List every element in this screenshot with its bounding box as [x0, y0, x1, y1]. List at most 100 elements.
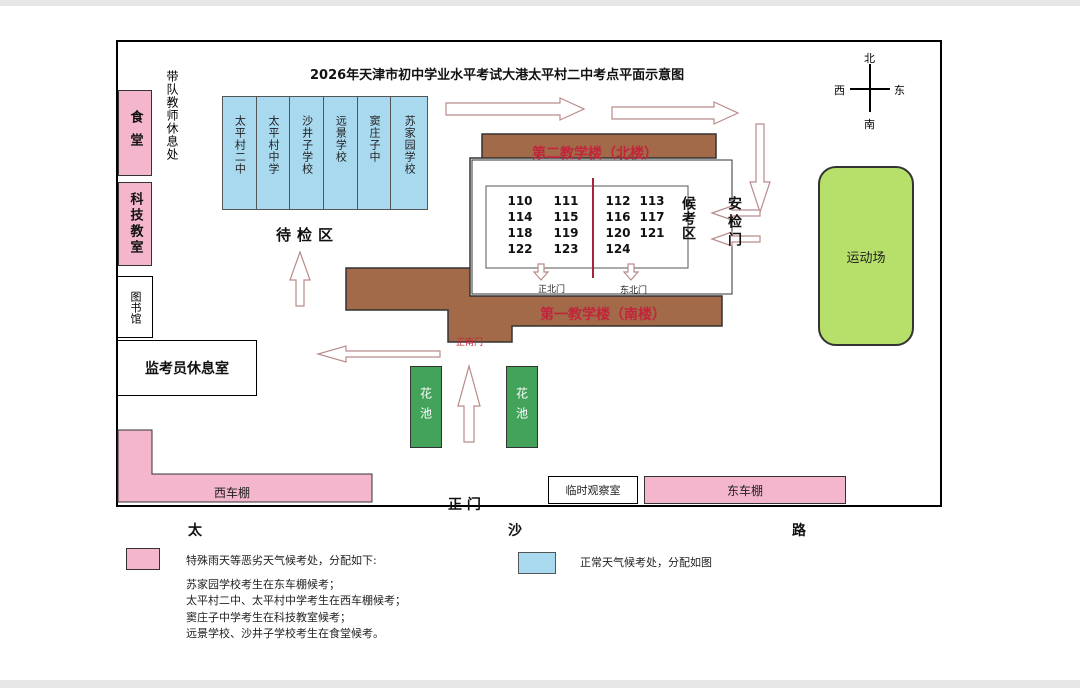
tech-classroom-label: 科技教室: [127, 192, 143, 256]
legend-blue-swatch: [518, 552, 556, 574]
flow-arrows: [289, 97, 771, 443]
school-label: 太平村二中: [233, 115, 247, 175]
exam-room: 111: [553, 194, 579, 208]
exam-room: 110: [507, 194, 533, 208]
tech-classroom: 科技教室: [118, 182, 152, 266]
compass: 北 南 西 东: [832, 52, 908, 132]
east-shed-label: 东车棚: [726, 483, 763, 498]
west-shed-label: 西车棚: [214, 486, 251, 500]
observation-room: 临时观察室: [548, 476, 638, 504]
legend-pink-label: 特殊雨天等恶劣天气候考处，分配如下:: [186, 554, 377, 567]
arrow-left-security-2: [710, 231, 761, 247]
exam-room: 113: [639, 194, 665, 208]
classroom-block: [485, 185, 689, 269]
compass-north: 北: [864, 52, 875, 65]
arrow-up-waiting: [289, 250, 311, 307]
school-waiting-block: 太平村二中 太平村中学 沙井子学校 远景学校 窦庄子中 苏家园学校: [222, 96, 428, 210]
road-char-2: 沙: [508, 523, 522, 539]
south-building-label: 第一教学楼（南楼）: [540, 307, 666, 323]
legend-line: 窦庄子中学考生在科技教室候考；: [186, 611, 351, 624]
north-gate-label: 正北门: [538, 285, 566, 295]
east-shed: 东车棚: [644, 476, 846, 504]
flower-bed-left: 花池: [410, 366, 442, 448]
arrow-left-south: [315, 345, 441, 363]
proctor-lounge: 监考员休息室: [117, 340, 257, 396]
arrow-right-1: [445, 97, 586, 121]
exam-room: 114: [507, 210, 533, 224]
exam-room: 122: [507, 242, 533, 256]
exam-room: 121: [639, 226, 665, 240]
school-label: 远景学校: [334, 115, 348, 163]
exam-room: 123: [553, 242, 579, 256]
road-char-3: 路: [792, 523, 806, 539]
canteen: 食堂: [118, 90, 152, 176]
arrow-right-2: [611, 101, 740, 125]
school-col-1: 太平村二中: [223, 97, 257, 209]
exam-room: 118: [507, 226, 533, 240]
compass-horizontal-line: [850, 88, 890, 90]
west-shed-shape: [117, 429, 373, 503]
arrow-down-east: [749, 123, 771, 214]
arrow-left-security-1: [710, 205, 761, 221]
map-title: 2026年天津市初中学业水平考试大港太平村二中考点平面示意图: [310, 68, 685, 83]
arrow-up-main-gate: [457, 363, 481, 443]
flower-bed-right: 花池: [506, 366, 538, 448]
exam-waiting-label: 候考区: [680, 196, 696, 241]
east-north-gate-label: 东北门: [620, 286, 648, 296]
legend-line: 太平村二中、太平村中学考生在西车棚候考；: [186, 594, 406, 607]
room-row: 122 123 124: [500, 242, 672, 256]
observation-room-label: 临时观察室: [565, 484, 621, 497]
compass-east: 东: [894, 84, 905, 97]
campus-drawing: [289, 97, 771, 443]
school-label: 苏家园学校: [403, 115, 417, 175]
exam-room: 124: [605, 242, 631, 256]
exam-rooms: 110 111 112 113 114 115 116 117 118 119 …: [500, 194, 672, 256]
arrow-down-north-gate: [532, 263, 550, 281]
arrow-down-east-north-gate: [622, 263, 640, 281]
compass-west: 西: [834, 84, 845, 97]
school-col-5: 窦庄子中: [358, 97, 392, 209]
school-col-6: 苏家园学校: [391, 97, 427, 209]
library-label: 图书馆: [129, 290, 142, 324]
security-gate-label: 安检门: [726, 196, 742, 250]
school-col-2: 太平村中学: [257, 97, 291, 209]
teacher-rest-area: 带队教师休息处: [164, 70, 181, 180]
legend-line: 远景学校、沙井子学校考生在食堂候考。: [186, 627, 384, 640]
proctor-lounge-label: 监考员休息室: [145, 361, 229, 377]
exam-room: 120: [605, 226, 631, 240]
sports-field: 运动场: [818, 166, 914, 346]
flower-bed-label: 花池: [514, 387, 529, 427]
school-label: 太平村中学: [267, 115, 280, 175]
waiting-area-label: 待检区: [276, 226, 340, 244]
road-char-1: 太: [188, 523, 202, 539]
exam-room: 117: [639, 210, 665, 224]
teaching-buildings: [345, 133, 723, 343]
west-shed: [117, 429, 373, 503]
room-row: 110 111 112 113: [500, 194, 672, 208]
teacher-rest-label: 带队教师休息处: [165, 70, 179, 161]
map-page: 2026年天津市初中学业水平考试大港太平村二中考点平面示意图 北 南 西 东 食…: [0, 6, 1080, 680]
south-gate-label: 正南门: [456, 338, 484, 348]
legend-pink-swatch: [126, 548, 160, 570]
legend-line: 苏家园学校考生在东车棚候考；: [186, 578, 340, 591]
campus-boundary: [116, 40, 942, 507]
compass-south: 南: [864, 118, 875, 131]
school-col-3: 沙井子学校: [290, 97, 325, 209]
room-row: 118 119 120 121: [500, 226, 672, 240]
library: 图书馆: [117, 276, 153, 338]
flower-bed-label: 花池: [418, 387, 433, 427]
room-row: 114 115 116 117: [500, 210, 672, 224]
school-col-4: 远景学校: [324, 97, 358, 209]
school-label: 沙井子学校: [300, 115, 314, 175]
north-building-label: 第二教学楼（北楼）: [532, 146, 658, 162]
school-label: 窦庄子中: [368, 115, 382, 163]
main-gate-opening: [374, 500, 546, 504]
exam-room: 116: [605, 210, 631, 224]
canteen-label: 食堂: [127, 110, 143, 156]
main-gate-label: 正 门: [448, 497, 481, 513]
exam-room: 112: [605, 194, 631, 208]
exam-room: 115: [553, 210, 579, 224]
sports-field-label: 运动场: [846, 250, 886, 266]
legend-blue-label: 正常天气候考处，分配如图: [580, 556, 712, 569]
exam-room: 119: [553, 226, 579, 240]
